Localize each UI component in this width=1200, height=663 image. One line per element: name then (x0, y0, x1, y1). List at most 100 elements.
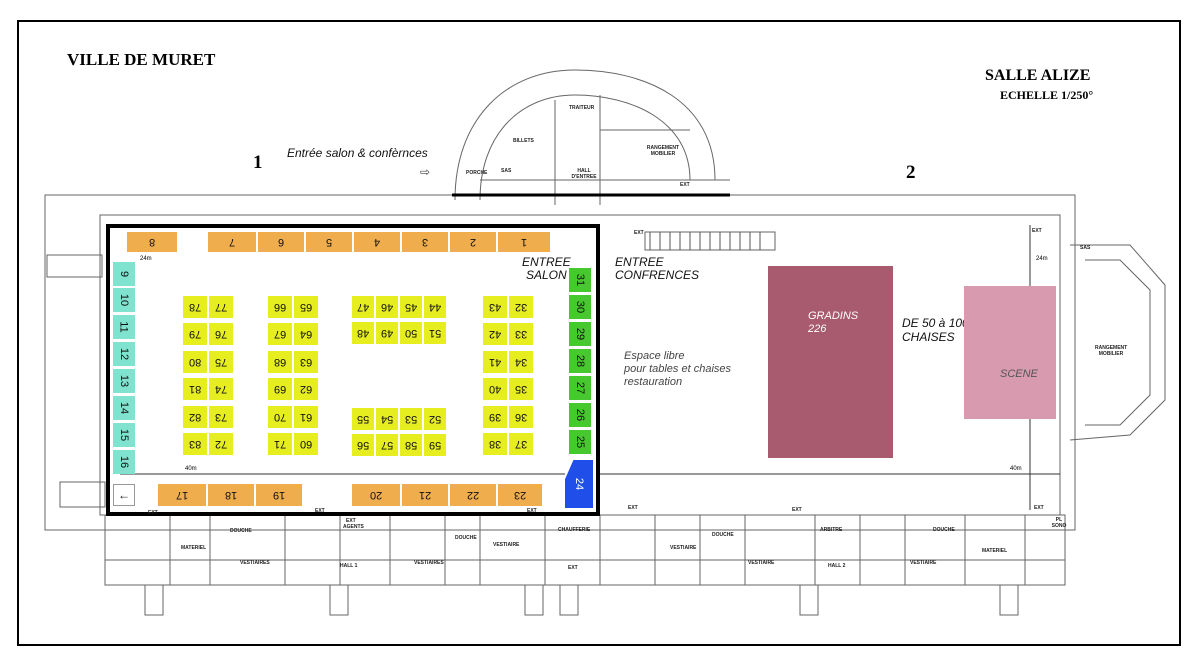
stand-30[interactable]: 30 (569, 295, 591, 319)
stand-82[interactable]: 82 (183, 406, 207, 428)
stand-69[interactable]: 69 (268, 378, 292, 400)
stand-45[interactable]: 45 (400, 296, 422, 318)
stand-57[interactable]: 57 (376, 434, 398, 456)
stand-20[interactable]: 20 (352, 484, 400, 506)
stand-28[interactable]: 28 (569, 349, 591, 373)
entrance-arrow-icon: ⇨ (420, 165, 431, 179)
room-chaufferie: CHAUFFERIE (558, 527, 591, 533)
stand-27[interactable]: 27 (569, 376, 591, 400)
room-traiteur: TRAITEUR (569, 105, 595, 111)
entree-confrences-label: ENTREE CONFRENCES (615, 255, 700, 282)
stand-11[interactable]: 11 (113, 315, 135, 339)
stand-72[interactable]: 72 (209, 433, 233, 455)
stand-70[interactable]: 70 (268, 406, 292, 428)
stand-31[interactable]: 31 (569, 268, 591, 292)
stand-6[interactable]: 6 (258, 232, 304, 252)
stand-32[interactable]: 32 (509, 296, 533, 318)
stand-5[interactable]: 5 (306, 232, 352, 252)
stand-48[interactable]: 48 (352, 322, 374, 344)
stand-16[interactable]: 16 (113, 450, 135, 474)
room-porche: PORCHE (466, 170, 488, 176)
room-douche-2: DOUCHE (455, 535, 477, 541)
room-rangement-right: RANGEMENT MOBILIER (1095, 345, 1128, 357)
stand-36[interactable]: 36 (509, 406, 533, 428)
stand-19[interactable]: 19 (256, 484, 302, 506)
stand-64[interactable]: 64 (294, 323, 318, 345)
stand-2[interactable]: 2 (450, 232, 496, 252)
stand-75[interactable]: 75 (209, 351, 233, 373)
stand-68[interactable]: 68 (268, 351, 292, 373)
stand-4[interactable]: 4 (354, 232, 400, 252)
stand-21[interactable]: 21 (402, 484, 448, 506)
stand-8[interactable]: 8 (127, 232, 177, 252)
stand-73[interactable]: 73 (209, 406, 233, 428)
stand-76[interactable]: 76 (209, 323, 233, 345)
stand-22[interactable]: 22 (450, 484, 496, 506)
stand-65[interactable]: 65 (294, 296, 318, 318)
stand-42[interactable]: 42 (483, 323, 507, 345)
stand-46[interactable]: 46 (376, 296, 398, 318)
stand-43[interactable]: 43 (483, 296, 507, 318)
stand-25[interactable]: 25 (569, 430, 591, 454)
stand-13[interactable]: 13 (113, 369, 135, 393)
stand-61[interactable]: 61 (294, 406, 318, 428)
ext-bottom-7: EXT (792, 507, 802, 513)
stand-12[interactable]: 12 (113, 342, 135, 366)
stand-55[interactable]: 55 (352, 408, 374, 430)
stand-26[interactable]: 26 (569, 403, 591, 427)
dim-24m-right: 24m (1036, 256, 1048, 262)
stand-63[interactable]: 63 (294, 351, 318, 373)
stand-59[interactable]: 59 (424, 434, 446, 456)
stand-80[interactable]: 80 (183, 351, 207, 373)
stand-38[interactable]: 38 (483, 433, 507, 455)
stand-23[interactable]: 23 (498, 484, 542, 506)
stand-34[interactable]: 34 (509, 351, 533, 373)
stand-51[interactable]: 51 (424, 322, 446, 344)
stand-33[interactable]: 33 (509, 323, 533, 345)
room-douche-4: DOUCHE (933, 527, 955, 533)
stand-17[interactable]: 17 (158, 484, 206, 506)
stand-7[interactable]: 7 (208, 232, 256, 252)
room-vestiaire-2: VESTIAIRE (670, 545, 697, 551)
stand-40[interactable]: 40 (483, 378, 507, 400)
stand-66[interactable]: 66 (268, 296, 292, 318)
stand-81[interactable]: 81 (183, 378, 207, 400)
stand-60[interactable]: 60 (294, 433, 318, 455)
stand-44[interactable]: 44 (424, 296, 446, 318)
stand-9[interactable]: 9 (113, 262, 135, 286)
stand-10[interactable]: 10 (113, 288, 135, 312)
stand-1[interactable]: 1 (498, 232, 550, 252)
stand-54[interactable]: 54 (376, 408, 398, 430)
stand-53[interactable]: 53 (400, 408, 422, 430)
ext-top: EXT (680, 182, 690, 188)
stand-83[interactable]: 83 (183, 433, 207, 455)
stand-50[interactable]: 50 (400, 322, 422, 344)
room-materiel-left: MATERIEL (181, 545, 207, 551)
stand-71[interactable]: 71 (268, 433, 292, 455)
stand-37[interactable]: 37 (509, 433, 533, 455)
stand-78[interactable]: 78 (183, 296, 207, 318)
stand-58[interactable]: 58 (400, 434, 422, 456)
stand-39[interactable]: 39 (483, 406, 507, 428)
room-billets: BILLETS (513, 138, 534, 144)
stand-49[interactable]: 49 (376, 322, 398, 344)
hall-title: SALLE ALIZE (985, 67, 1091, 84)
stand-56[interactable]: 56 (352, 434, 374, 456)
stand-3[interactable]: 3 (402, 232, 448, 252)
stand-15[interactable]: 15 (113, 423, 135, 447)
stand-18[interactable]: 18 (208, 484, 254, 506)
stand-79[interactable]: 79 (183, 323, 207, 345)
stand-41[interactable]: 41 (483, 351, 507, 373)
stand-35[interactable]: 35 (509, 378, 533, 400)
room-agents: AGENTS (343, 524, 364, 530)
stand-29[interactable]: 29 (569, 322, 591, 346)
stand-77[interactable]: 77 (209, 296, 233, 318)
stand-52[interactable]: 52 (424, 408, 446, 430)
stand-14[interactable]: 14 (113, 396, 135, 420)
ext-bottom-1: EXT (148, 510, 158, 516)
stand-67[interactable]: 67 (268, 323, 292, 345)
stand-62[interactable]: 62 (294, 378, 318, 400)
stand-47[interactable]: 47 (352, 296, 374, 318)
stand-74[interactable]: 74 (209, 378, 233, 400)
